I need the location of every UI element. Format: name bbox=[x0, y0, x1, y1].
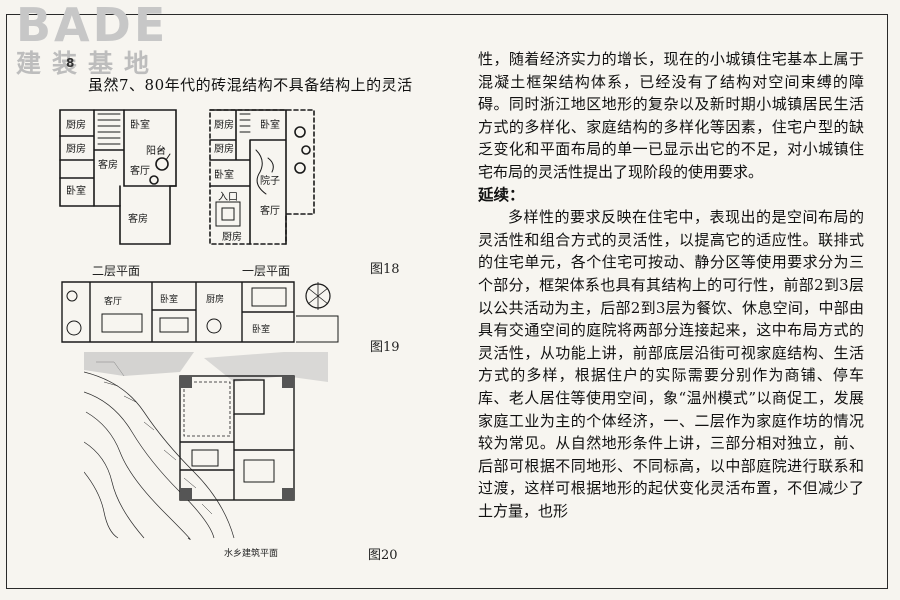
fig20-caption: 水乡建筑平面 bbox=[224, 549, 279, 559]
intro-line: 虽然7、80年代的砖混结构不具备结构上的灵活 bbox=[88, 76, 413, 94]
room-label: 客厅 bbox=[130, 164, 150, 177]
room-label: 院子 bbox=[260, 174, 280, 187]
room-label: 卧室 bbox=[160, 293, 178, 305]
fig18-first-floor-caption: 一层平面 bbox=[242, 264, 291, 278]
figure-18-plans: 厨房 卧室 厨房 卧室 客厅 客房 客房 阳台 厨房 卧室 厨房 院子 卧室 入… bbox=[59, 109, 315, 245]
paragraph-1: 性，随着经济实力的增长，现在的小城镇住宅基本上属于混凝土框架结构体系，已经没有了… bbox=[478, 50, 864, 181]
room-label: 客厅 bbox=[260, 204, 280, 217]
room-label: 卧室 bbox=[130, 118, 150, 131]
logo-sub-text: 建装基地 bbox=[16, 49, 161, 78]
body-text-column: 性，随着经济实力的增长，现在的小城镇住宅基本上属于混凝土框架结构体系，已经没有了… bbox=[478, 48, 864, 522]
room-label: 阳台 bbox=[146, 144, 166, 157]
figure-19: 客厅 卧室 厨房 卧室 bbox=[56, 276, 346, 350]
room-label: 厨房 bbox=[214, 118, 234, 131]
figure-19-plan: 客厅 卧室 厨房 卧室 bbox=[61, 281, 339, 343]
figure-20 bbox=[84, 352, 328, 540]
fig19-label: 图19 bbox=[370, 340, 400, 355]
fig18-label: 图18 bbox=[370, 262, 400, 277]
room-label: 卧室 bbox=[214, 168, 234, 181]
section-heading: 延续： bbox=[478, 184, 525, 204]
figure-18: 厨房 卧室 厨房 卧室 客厅 客房 客房 阳台 厨房 卧室 厨房 院子 卧室 入… bbox=[54, 102, 354, 260]
room-label: 厨房 bbox=[66, 142, 86, 155]
fig18-second-floor-caption: 二层平面 bbox=[92, 264, 141, 278]
room-label: 入口 bbox=[218, 192, 238, 203]
room-label: 客房 bbox=[128, 212, 148, 225]
room-label: 客厅 bbox=[104, 295, 122, 307]
room-label: 厨房 bbox=[222, 230, 242, 243]
page-number: 8 bbox=[66, 56, 75, 70]
bade-logo: BADE 建装基地 bbox=[14, 2, 174, 80]
room-label: 厨房 bbox=[66, 118, 86, 131]
room-label: 厨房 bbox=[206, 293, 224, 305]
paragraph-2: 多样性的要求反映在住宅中，表现出的是空间布局的灵活性和组合方式的灵活性，以提高它… bbox=[478, 208, 864, 520]
room-label: 卧室 bbox=[260, 118, 280, 131]
room-label: 客房 bbox=[98, 158, 118, 171]
figure-20-site-plan bbox=[84, 352, 328, 540]
room-label: 卧室 bbox=[252, 323, 270, 335]
room-label: 卧室 bbox=[66, 184, 86, 197]
logo-main-text: BADE bbox=[16, 0, 169, 52]
room-label: 厨房 bbox=[214, 142, 234, 155]
fig20-label: 图20 bbox=[368, 548, 398, 563]
